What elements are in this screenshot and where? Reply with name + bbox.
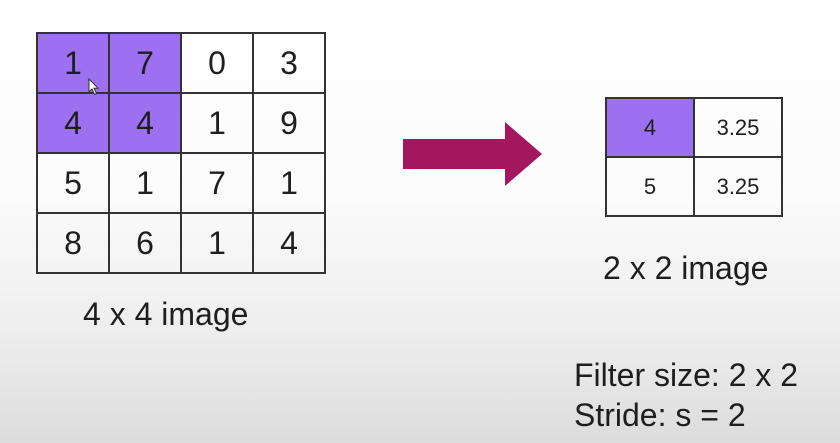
input-cell: 7 <box>108 32 182 94</box>
input-cell: 4 <box>252 212 326 274</box>
input-cell: 4 <box>36 92 110 154</box>
output-grid-caption: 2 x 2 image <box>603 250 769 286</box>
input-grid-row: 4 4 1 9 <box>36 92 326 154</box>
input-cell: 4 <box>108 92 182 154</box>
input-cell: 8 <box>36 212 110 274</box>
input-cell: 1 <box>252 152 326 214</box>
output-cell: 3.25 <box>693 156 783 217</box>
mouse-pointer-icon <box>88 78 100 96</box>
input-cell: 6 <box>108 212 182 274</box>
right-arrow-icon <box>403 122 542 186</box>
input-cell: 7 <box>180 152 254 214</box>
stride-label: Stride: s = 2 <box>574 397 746 433</box>
input-cell: 0 <box>180 32 254 94</box>
output-cell: 5 <box>605 156 695 217</box>
input-cell: 1 <box>180 212 254 274</box>
input-grid-4x4: 1 7 0 3 4 4 1 9 5 1 7 1 8 6 1 4 <box>36 32 326 274</box>
input-cell: 1 <box>36 32 110 94</box>
input-cell: 1 <box>108 152 182 214</box>
input-cell: 9 <box>252 92 326 154</box>
input-grid-caption: 4 x 4 image <box>83 296 249 332</box>
input-grid-row: 8 6 1 4 <box>36 212 326 274</box>
input-grid-row: 1 7 0 3 <box>36 32 326 94</box>
output-cell: 4 <box>605 97 695 158</box>
output-grid-row: 4 3.25 <box>605 97 783 158</box>
output-grid-row: 5 3.25 <box>605 156 783 217</box>
output-grid-2x2: 4 3.25 5 3.25 <box>605 97 783 217</box>
filter-size-label: Filter size: 2 x 2 <box>574 357 799 393</box>
input-cell: 3 <box>252 32 326 94</box>
input-cell: 1 <box>180 92 254 154</box>
output-cell: 3.25 <box>693 97 783 158</box>
input-cell: 5 <box>36 152 110 214</box>
input-grid-row: 5 1 7 1 <box>36 152 326 214</box>
